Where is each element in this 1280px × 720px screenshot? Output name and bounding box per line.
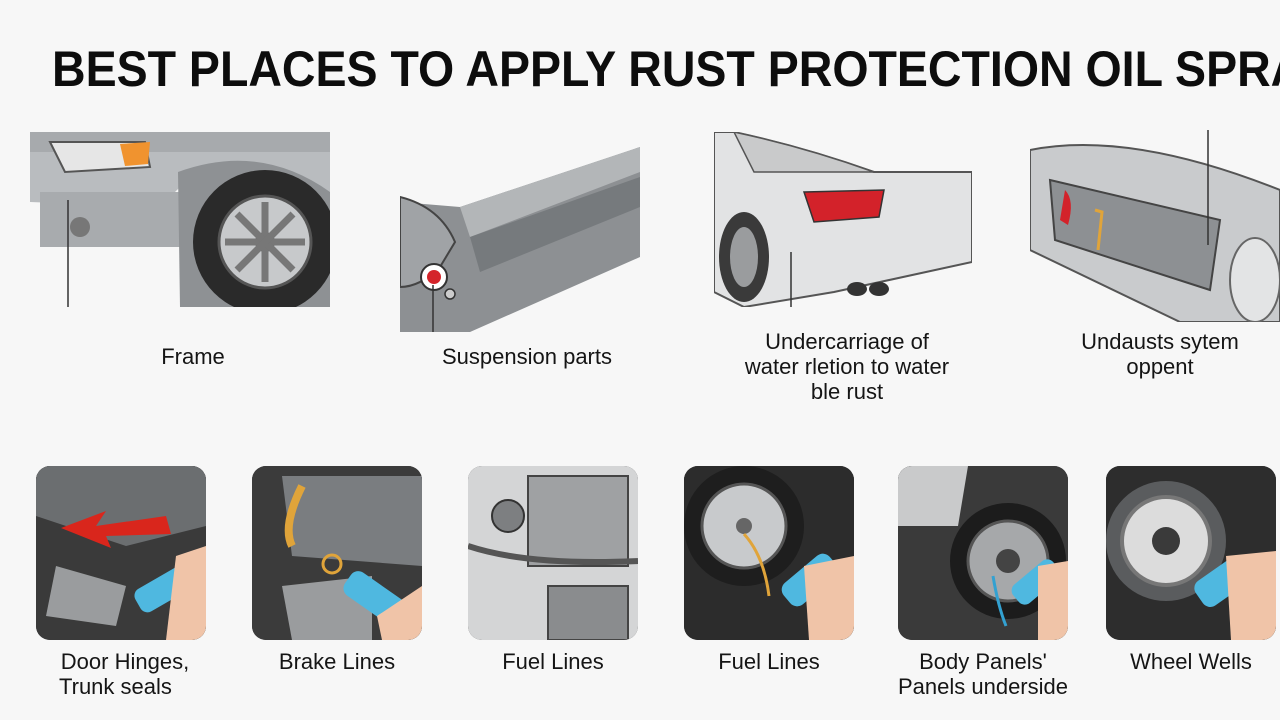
- brake-lines-label: Brake Lines: [278, 649, 396, 674]
- wheel-wells-tile: [1106, 466, 1276, 640]
- door-hinges-label-line1: Door Hinges,: [60, 649, 190, 674]
- fuel-lines-tile-engine: [468, 466, 638, 640]
- wheel-wells-label: Wheel Wells: [1130, 649, 1252, 674]
- red-arrow-icon: [61, 511, 171, 548]
- frame-label: Frame: [161, 344, 225, 369]
- exhaust-label-line1: Undausts sytem: [1081, 329, 1239, 354]
- exhaust-label-line2: oppent: [1126, 354, 1194, 379]
- undercarriage-label-line1: Undercarriage of: [765, 329, 929, 354]
- brake-lines-tile: [252, 466, 422, 640]
- car-trunk-interior-illustration: [1030, 130, 1280, 322]
- car-front-wheel-illustration: [30, 132, 330, 307]
- door-hinges-tile: [36, 466, 206, 640]
- car-rear-exhaust-illustration: [714, 132, 972, 307]
- fuel-lines-label-2: Fuel Lines: [718, 649, 820, 674]
- fuel-lines-label-1: Fuel Lines: [502, 649, 604, 674]
- fuel-lines-tile-wheel: [684, 466, 854, 640]
- body-panels-tile: [898, 466, 1068, 640]
- undercarriage-label-line2: water rletion to water: [744, 354, 950, 379]
- door-hinges-label-line2: Trunk seals: [59, 674, 172, 699]
- body-panels-label-line2: Panels underside: [897, 674, 1068, 699]
- suspension-parts-label: Suspension parts: [442, 344, 612, 369]
- page-title: BEST PLACES TO APPLY RUST PROTECTION OIL…: [52, 41, 1280, 97]
- body-panels-label-line1: Body Panels': [919, 649, 1047, 674]
- suspension-rail-illustration: [400, 147, 640, 332]
- undercarriage-label-line3: ble rust: [810, 379, 884, 404]
